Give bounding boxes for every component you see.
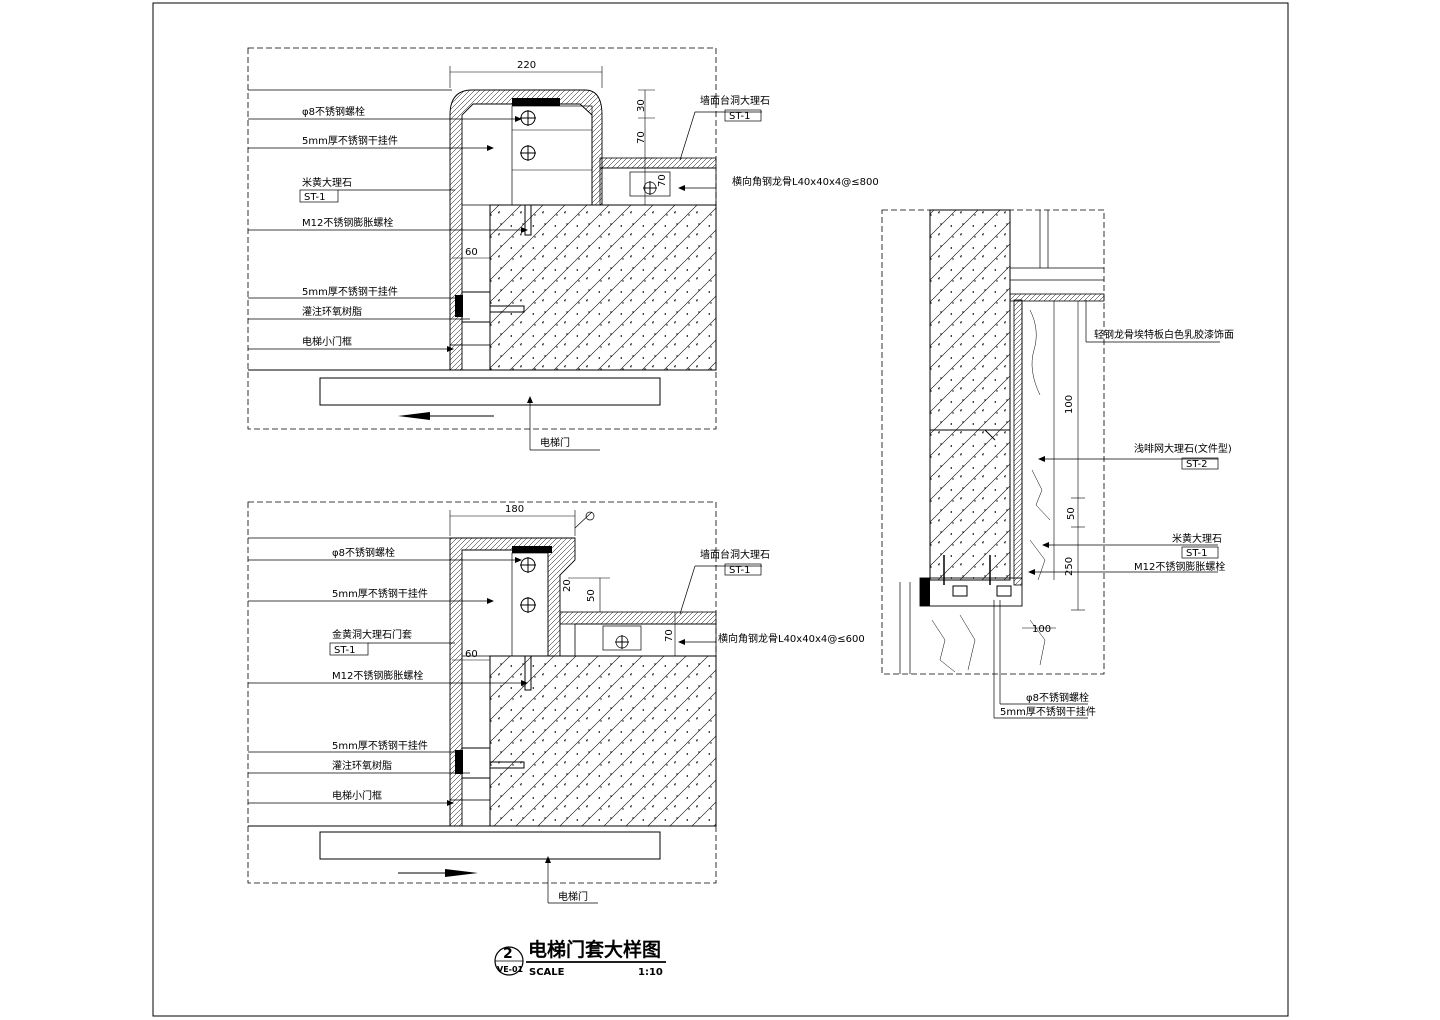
scale-label: SCALE: [529, 967, 565, 978]
dim-60: 60: [465, 247, 478, 258]
sheet-border: [152, 2, 1289, 1017]
label-st1: 米黄大理石: [1172, 532, 1222, 545]
wall-stone: [599, 157, 717, 169]
dim-30: 30: [636, 99, 647, 112]
right-label: 墙面台洞大理石: [700, 548, 770, 561]
elevator-door: [319, 377, 661, 406]
dim-width: 180: [505, 504, 524, 515]
label-5: 5mm厚不锈钢干挂件: [302, 285, 398, 298]
section-view: 100 50 250 100 轻钢龙骨埃特板白色乳胶漆饰面 浅啡网大理石(文件型…: [881, 209, 1234, 719]
dim-50: 50: [1066, 507, 1077, 520]
concrete-upper: [929, 209, 1011, 431]
label-phi8: φ8不锈钢螺栓: [1026, 691, 1089, 704]
door-label: 电梯门: [540, 436, 570, 449]
dim-70a: 70: [636, 131, 647, 144]
label-2: 5mm厚不锈钢干挂件: [302, 134, 398, 147]
right-tag: ST-1: [729, 565, 751, 576]
elevator-door: [319, 831, 661, 860]
dim-250: 250: [1064, 557, 1075, 576]
title-block: 2 VE-01 电梯门套大样图 SCALE 1:10: [494, 938, 666, 978]
dim-50: 50: [586, 589, 597, 602]
dim-width: 220: [517, 60, 536, 71]
label-ceiling: 轻钢龙骨埃特板白色乳胶漆饰面: [1094, 328, 1234, 341]
wall-stone: [559, 611, 717, 625]
direction-arrow: [398, 412, 430, 420]
label-3: 金黄洞大理石门套: [332, 628, 412, 641]
label-1: φ8不锈钢螺栓: [332, 546, 395, 559]
detail-number: 2: [503, 946, 513, 962]
scale-value: 1:10: [638, 967, 663, 978]
dim-100a: 100: [1064, 395, 1075, 414]
label-7: 电梯小门框: [302, 335, 352, 348]
tag-st1: ST-1: [304, 192, 326, 203]
keel-label: 横向角钢龙骨L40x40x4@≤600: [718, 632, 865, 645]
tag-st2: ST-2: [1186, 459, 1208, 470]
detail-2: 电梯门 180 20 50 70 60 φ8不锈钢螺栓 5mm厚不锈钢干挂件 金…: [247, 501, 865, 904]
concrete-wall: [489, 655, 717, 827]
sheet-ref: VE-01: [497, 965, 524, 974]
label-5mm: 5mm厚不锈钢干挂件: [1000, 705, 1096, 718]
door-label: 电梯门: [558, 890, 588, 903]
label-1: φ8不锈钢螺栓: [302, 105, 365, 118]
door-surround-stone: [449, 537, 576, 827]
dim-20: 20: [562, 579, 573, 592]
drawing-title: 电梯门套大样图: [528, 938, 661, 961]
tag-st1: ST-1: [334, 645, 356, 656]
label-st2: 浅啡网大理石(文件型): [1134, 442, 1232, 455]
label-4: M12不锈钢膨胀螺栓: [302, 216, 393, 229]
label-2: 5mm厚不锈钢干挂件: [332, 587, 428, 600]
label-6: 灌注环氧树脂: [302, 305, 362, 318]
tag-st1: ST-1: [1186, 548, 1208, 559]
detail-1: 电梯门 220 30 70 70 60 φ8不锈钢螺栓 5mm厚不锈钢干挂件 米…: [247, 47, 879, 451]
dim-70b: 70: [657, 174, 668, 187]
concrete-lower: [929, 429, 1011, 581]
dim-70: 70: [664, 629, 675, 642]
right-tag: ST-1: [729, 111, 751, 122]
direction-arrow: [445, 869, 478, 877]
dim-60: 60: [465, 649, 478, 660]
dim-100b: 100: [1032, 624, 1051, 635]
keel-label: 横向角钢龙骨L40x40x4@≤800: [732, 175, 879, 188]
marble-face: [1013, 299, 1023, 586]
label-6: 灌注环氧树脂: [332, 759, 392, 772]
label-m12: M12不锈钢膨胀螺栓: [1134, 560, 1225, 573]
right-label: 墙面台洞大理石: [700, 94, 770, 107]
label-3: 米黄大理石: [302, 176, 352, 189]
label-5: 5mm厚不锈钢干挂件: [332, 739, 428, 752]
label-7: 电梯小门框: [332, 789, 382, 802]
label-4: M12不锈钢膨胀螺栓: [332, 669, 423, 682]
